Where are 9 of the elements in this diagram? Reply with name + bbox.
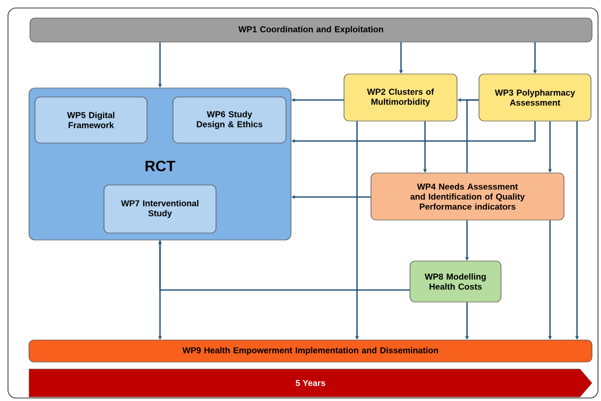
work-package-box: WP2 Clusters of Multimorbidity xyxy=(344,74,458,122)
work-package-box: WP7 Interventional Study xyxy=(104,184,216,234)
work-package-box: WP4 Needs Assessment and Identification of Quality Performance indicators xyxy=(370,172,564,220)
work-package-box: WP8 Modelling Health Costs xyxy=(410,260,502,302)
work-package-box: WP6 Study Design & Ethics xyxy=(172,96,286,144)
work-package-box: WP5 Digital Framework xyxy=(34,96,148,144)
work-package-bar: WP9 Health Empowerment Implementation and Dissemination xyxy=(28,340,592,362)
work-package-box: WP3 Polypharmacy Assessment xyxy=(478,74,592,122)
work-package-bar: WP1 Coordination and Exploitation xyxy=(30,18,592,42)
